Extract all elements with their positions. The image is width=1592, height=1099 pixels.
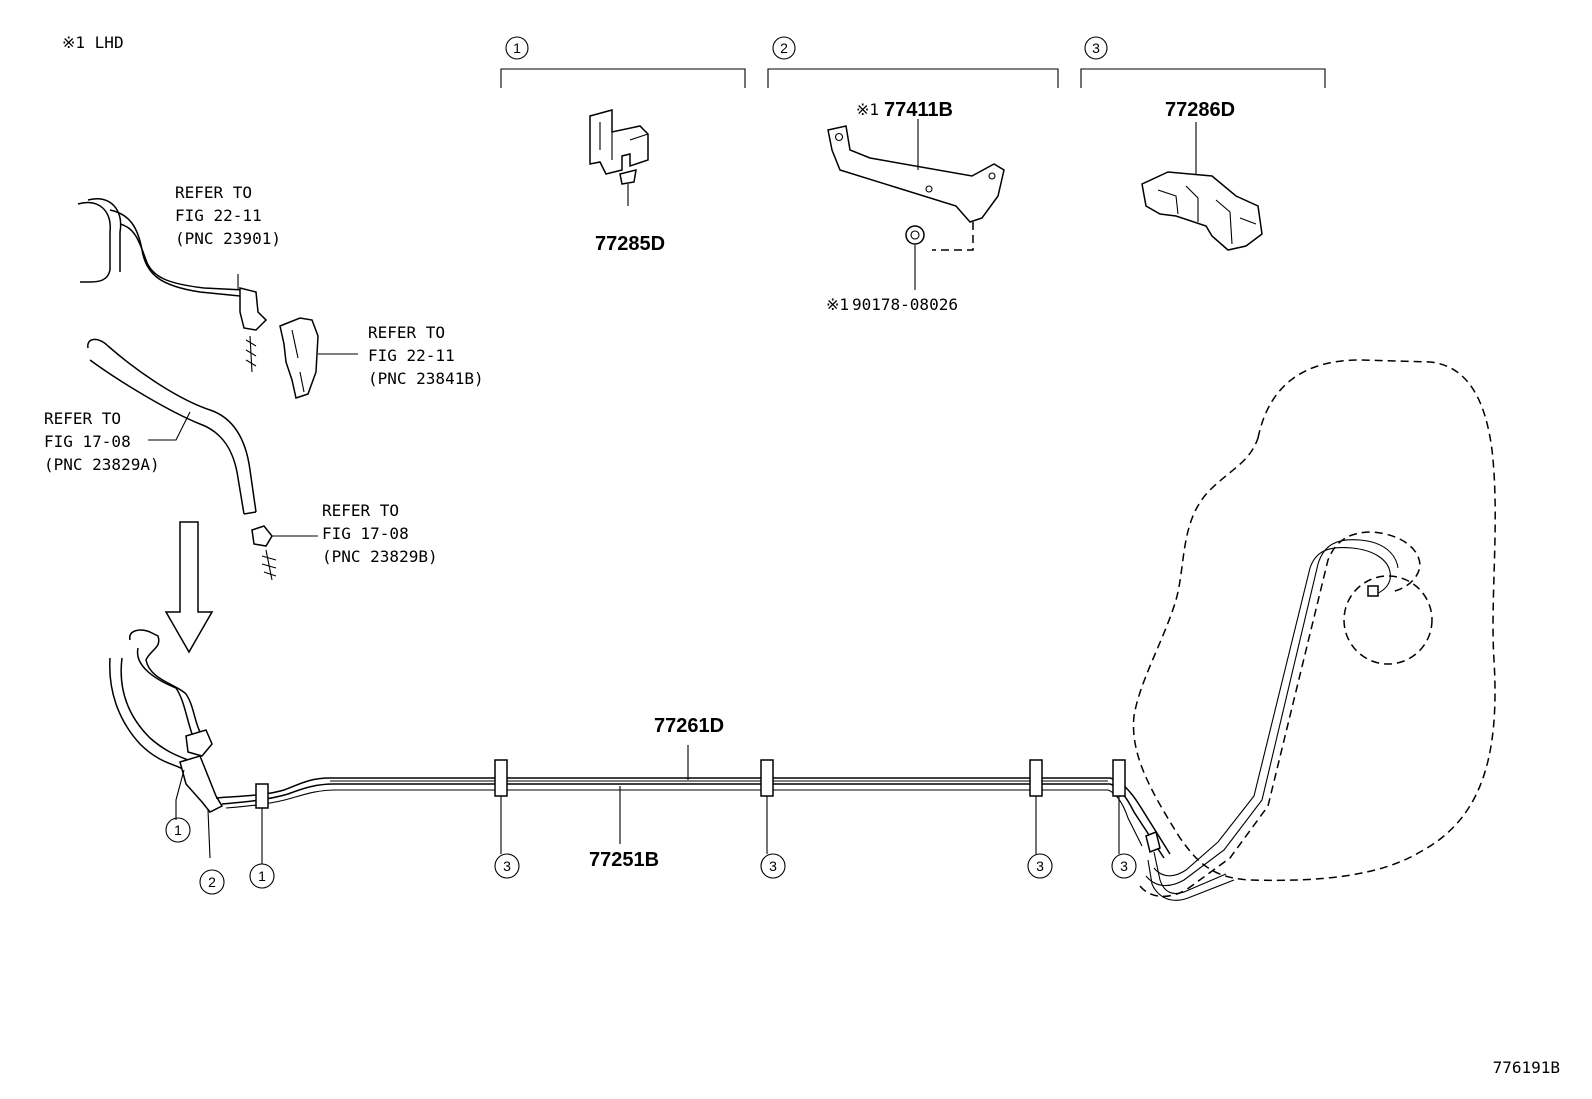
fuel-tank-outline (1132, 359, 1496, 898)
svg-text:3: 3 (1036, 858, 1044, 874)
group-3-bracket: 3 (1080, 36, 1326, 88)
callout-circle (772, 36, 796, 60)
callout-3c: 3 (1027, 853, 1053, 879)
callout-circle (505, 36, 529, 60)
group-1-bracket: 1 (500, 36, 746, 88)
svg-text:3: 3 (769, 858, 777, 874)
part-77261D-label: 77261D (654, 715, 724, 737)
part-77285D-label: 77285D (595, 233, 665, 255)
part-77286D-label: 77286D (1165, 99, 1235, 121)
part-77251B-label: 77251B (589, 849, 659, 871)
clamp-1 (255, 783, 269, 809)
clamp-3b (760, 759, 774, 797)
callout-1-right: 1 (249, 863, 275, 889)
svg-text:3: 3 (1120, 858, 1128, 874)
clip-77285D-drawing (589, 109, 649, 206)
callout-2: 2 (199, 869, 225, 895)
group-2-bracket: 2 (767, 36, 1059, 88)
left-hose-assembly-drawing (109, 629, 224, 859)
ref-23829A-line1: REFER TO (44, 409, 121, 428)
callout-3a: 3 (494, 853, 520, 879)
group-3-number: 3 (1092, 40, 1100, 56)
callout-3b: 3 (760, 853, 786, 879)
svg-text:3: 3 (503, 858, 511, 874)
svg-text:1: 1 (258, 868, 266, 884)
callout-3d: 3 (1111, 853, 1137, 879)
clamp-3a (494, 759, 508, 797)
ref-23829B-line1: REFER TO (322, 501, 399, 520)
clamp-3c (1029, 759, 1043, 797)
group-2-number: 2 (780, 40, 788, 56)
callout-circle (1084, 36, 1108, 60)
clip-23829B-drawing (251, 525, 318, 581)
group-1-number: 1 (513, 40, 521, 56)
main-fuel-lines (215, 759, 1235, 901)
figure-code: 776191B (1493, 1058, 1560, 1077)
hose-23901-drawing (77, 198, 268, 373)
ref-23841B-line2: FIG 22-11 (368, 346, 455, 365)
down-arrow-icon (164, 521, 214, 654)
bolt-prefix: ※1 (826, 295, 849, 314)
svg-text:2: 2 (208, 874, 216, 890)
ref-23901-line3: (PNC 23901) (175, 229, 281, 248)
clamp-77286D-drawing (1141, 122, 1263, 251)
svg-text:1: 1 (174, 822, 182, 838)
part-90178-08026-label: 90178-08026 (852, 295, 958, 314)
part-77411B-label: 77411B (884, 99, 953, 121)
bracket-77411B-drawing (827, 119, 1005, 290)
part-77411B-prefix: ※1 (856, 100, 879, 119)
hose-23829A-drawing (87, 338, 257, 515)
ref-23901-line2: FIG 22-11 (175, 206, 262, 225)
ref-23829A-line3: (PNC 23829A) (44, 455, 160, 474)
ref-23901-line1: REFER TO (175, 183, 252, 202)
ref-23829B-line2: FIG 17-08 (322, 524, 409, 543)
lhd-note: ※1 LHD (62, 33, 124, 52)
ref-23841B-line3: (PNC 23841B) (368, 369, 484, 388)
callout-1-left: 1 (165, 817, 191, 843)
ref-23841B-line1: REFER TO (368, 323, 445, 342)
clamp-3d (1112, 759, 1126, 797)
ref-23829A-line2: FIG 17-08 (44, 432, 131, 451)
cover-23841B-drawing (279, 317, 358, 399)
ref-23829B-line3: (PNC 23829B) (322, 547, 438, 566)
